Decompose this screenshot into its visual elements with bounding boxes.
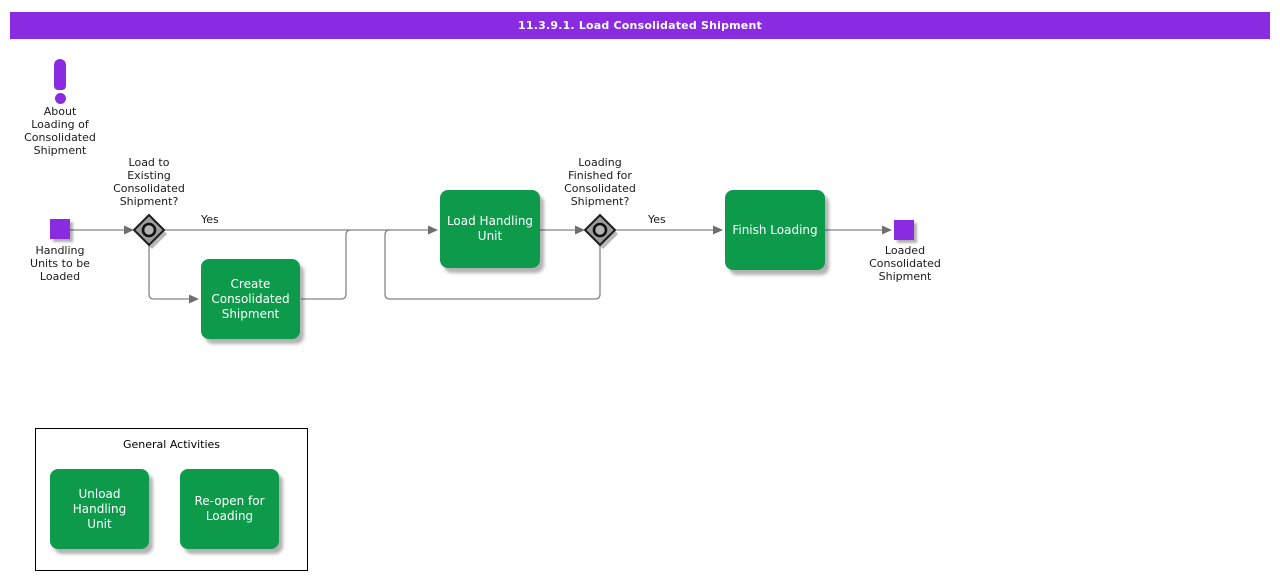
- gateway-load-existing[interactable]: [132, 213, 167, 249]
- exclamation-dot: [54, 93, 66, 104]
- activity-reopen-for-loading[interactable]: Re-open for Loading: [180, 469, 279, 549]
- end-event-node: [894, 220, 914, 240]
- page-title-bar: 11.3.9.1. Load Consolidated Shipment: [10, 12, 1270, 39]
- connector-create-to-main: [301, 229, 352, 300]
- connector-no1-to-create: [148, 245, 189, 300]
- activity-unload-handling-unit[interactable]: Unload Handling Unit: [50, 469, 149, 549]
- arrowhead-icon: [713, 225, 723, 235]
- connector-loopback-to-load: [384, 229, 601, 300]
- general-activities-title: General Activities: [122, 438, 221, 451]
- gateway1-question-label: Load to Existing Consolidated Shipment?: [113, 156, 185, 208]
- activity-load-handling-unit[interactable]: Load Handling Unit: [440, 190, 540, 268]
- gateway-ring-icon: [141, 222, 157, 238]
- gateway1-yes-label: Yes: [201, 213, 219, 226]
- gateway-ring-icon: [592, 222, 608, 238]
- activity-create-consolidated-shipment[interactable]: Create Consolidated Shipment: [201, 259, 300, 339]
- about-label: About Loading of Consolidated Shipment: [24, 105, 96, 157]
- arrowhead-icon: [882, 225, 892, 235]
- activity-finish-loading[interactable]: Finish Loading: [725, 190, 825, 270]
- exclamation-bar: [54, 59, 66, 90]
- about-exclamation-icon[interactable]: [48, 56, 72, 106]
- arrowhead-icon: [575, 225, 585, 235]
- gateway-loading-finished[interactable]: [583, 213, 618, 249]
- arrowhead-icon: [124, 225, 134, 235]
- start-event-node: [50, 219, 70, 239]
- arrowhead-icon: [189, 294, 199, 304]
- gateway2-yes-label: Yes: [648, 213, 666, 226]
- page-title: 11.3.9.1. Load Consolidated Shipment: [518, 19, 762, 32]
- gateway2-question-label: Loading Finished for Consolidated Shipme…: [564, 156, 636, 208]
- start-event-label: Handling Units to be Loaded: [30, 244, 90, 283]
- arrowhead-icon: [428, 225, 438, 235]
- end-event-label: Loaded Consolidated Shipment: [869, 244, 941, 283]
